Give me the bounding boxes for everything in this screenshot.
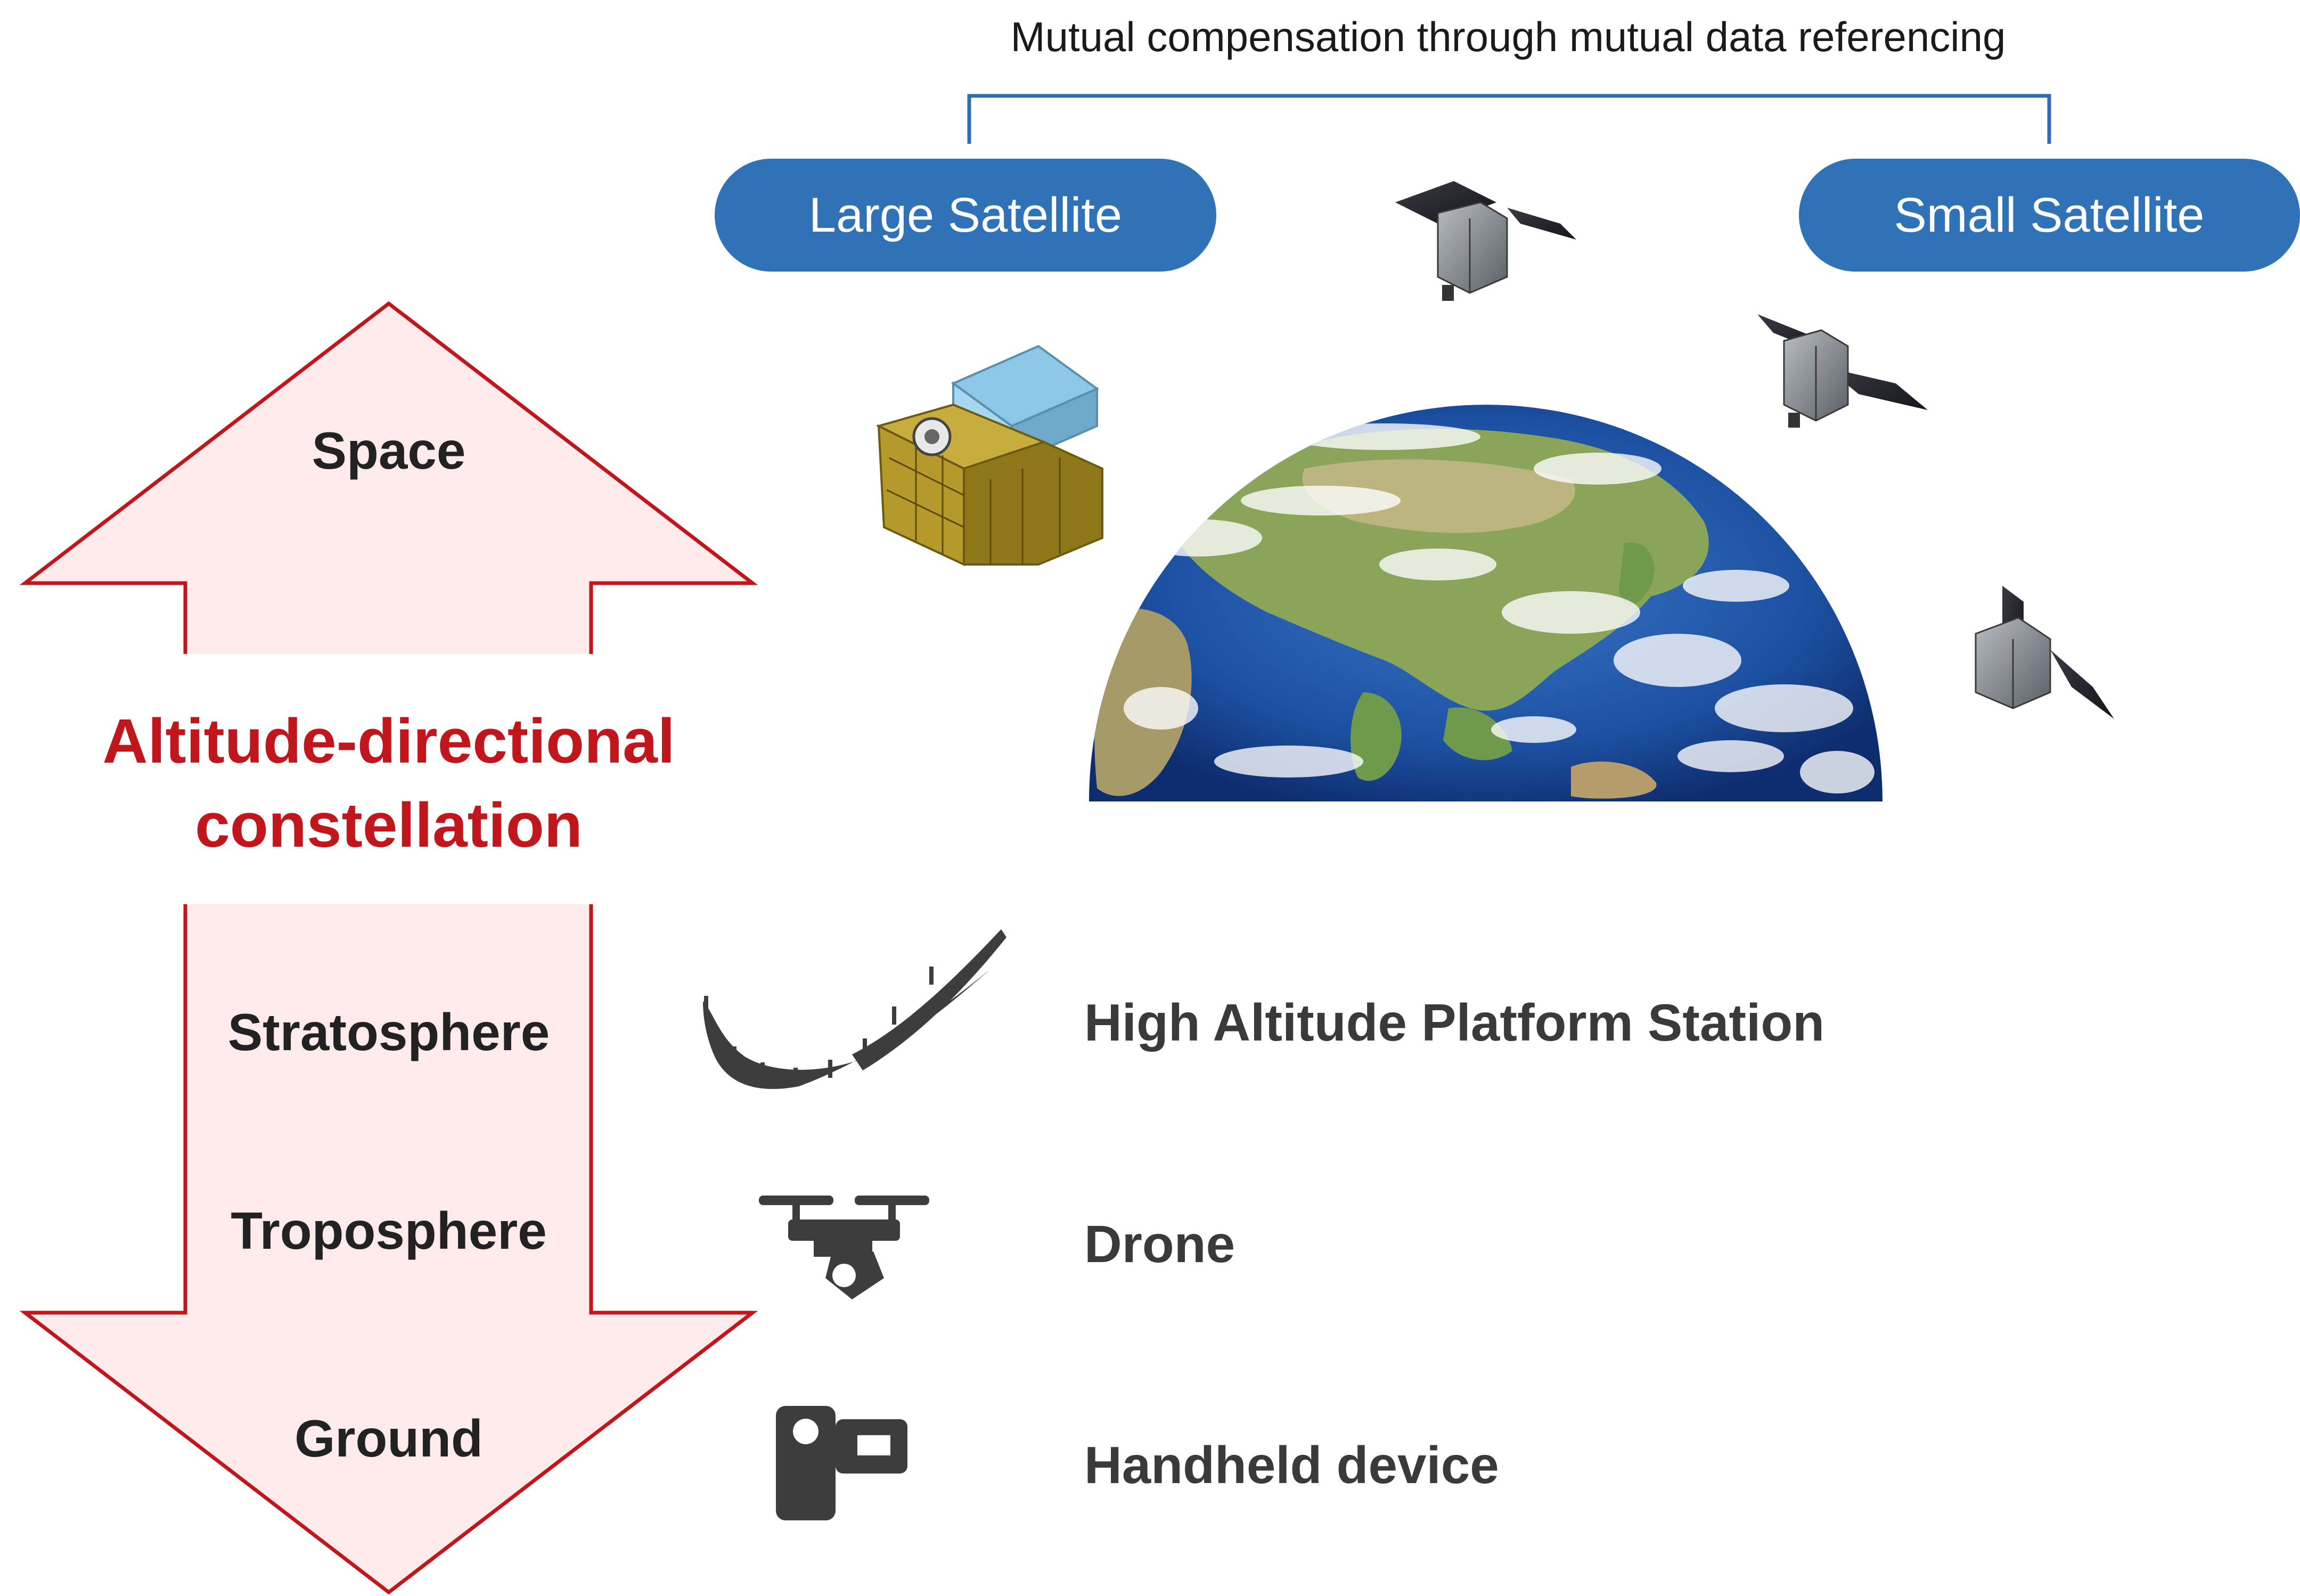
altitude-down-arrow-outline	[19, 904, 758, 1595]
altitude-up-arrow-outline	[19, 301, 758, 654]
small-satellite-label: Small Satellite	[1894, 188, 2205, 242]
small-satellite-top-icon	[1395, 181, 1576, 301]
troposphere-label: Troposphere	[231, 1201, 547, 1260]
ground-label: Ground	[294, 1409, 483, 1468]
small-satellite-pill: Small Satellite	[1799, 159, 2300, 272]
space-label: Space	[312, 421, 466, 480]
altitude-constellation-title-line2: constellation	[195, 790, 583, 861]
small-satellite-pill-bg	[1799, 159, 2300, 272]
large-satellite-label: Large Satellite	[809, 188, 1122, 242]
small-satellite-lower-icon	[1975, 586, 2114, 719]
mutual-bracket	[967, 94, 2051, 144]
drone-label: Drone	[1084, 1215, 1235, 1273]
handheld-device-label: Handheld device	[1084, 1436, 1499, 1494]
stratosphere-label: Stratosphere	[228, 1003, 550, 1061]
earth-globe-icon	[1089, 405, 1882, 801]
mutual-referencing-caption: Mutual compensation through mutual data …	[1011, 13, 2006, 60]
drone-icon	[759, 1196, 929, 1299]
haps-label: High Altitude Platform Station	[1084, 993, 1824, 1052]
altitude-constellation-title-line1: Altitude-directional	[102, 706, 675, 776]
altitude-up-arrow	[25, 304, 752, 654]
altitude-down-arrow	[25, 904, 752, 1592]
large-satellite-icon	[875, 345, 1103, 567]
large-satellite-pill-bg	[715, 159, 1216, 272]
handheld-camera-icon	[776, 1406, 907, 1520]
large-satellite-pill: Large Satellite	[715, 159, 1216, 272]
haps-aircraft-icon	[703, 929, 1006, 1089]
small-satellite-right-icon	[1757, 314, 1928, 428]
